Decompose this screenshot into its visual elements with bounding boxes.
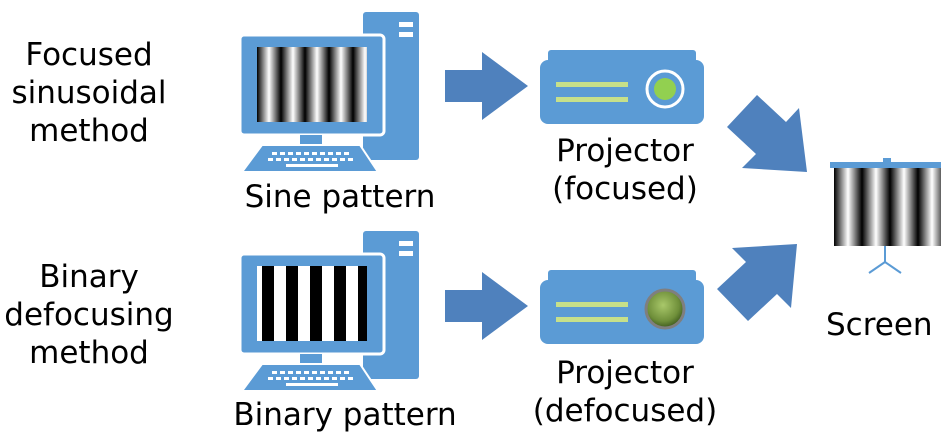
computer-bottom-caption: Binary pattern [233, 397, 457, 433]
arrow-bottom-to-screen-icon [717, 244, 797, 321]
method-top-label: Focused sinusoidal method [0, 36, 178, 150]
projector-bottom-line-1: Projector [556, 355, 694, 391]
screen-sine-display [834, 168, 941, 246]
method-top-line-2: sinusoidal [11, 75, 167, 111]
arrow-top-to-screen-icon [727, 95, 807, 172]
method-bottom-line-2: defocusing [4, 297, 174, 333]
projector-top-line-2: (focused) [552, 171, 698, 207]
projector-bottom-line-2: (defocused) [532, 393, 718, 429]
computer-top-icon [238, 12, 419, 173]
projector-defocused-icon [540, 270, 704, 344]
projector-top-line-1: Projector [556, 133, 694, 169]
method-bottom-label: Binary defocusing method [0, 258, 178, 372]
method-bottom-line-3: method [29, 335, 149, 371]
arrow-bottom-to-projector-icon [445, 272, 528, 340]
lens-defocused-icon [644, 288, 686, 330]
arrow-top-to-projector-icon [445, 52, 528, 120]
method-bottom-line-1: Binary [39, 259, 139, 295]
projector-top-caption: Projector (focused) [530, 132, 720, 208]
method-top-line-3: method [29, 113, 149, 149]
projector-focused-icon [540, 50, 704, 124]
method-top-line-1: Focused [25, 37, 153, 73]
computer-bottom-icon [238, 231, 419, 392]
screen-caption: Screen [826, 307, 933, 343]
sine-pattern-display [257, 47, 367, 122]
computer-top-caption: Sine pattern [244, 179, 436, 215]
binary-pattern-display [257, 266, 367, 341]
projection-screen-icon [830, 158, 941, 274]
projector-bottom-caption: Projector (defocused) [525, 354, 725, 430]
